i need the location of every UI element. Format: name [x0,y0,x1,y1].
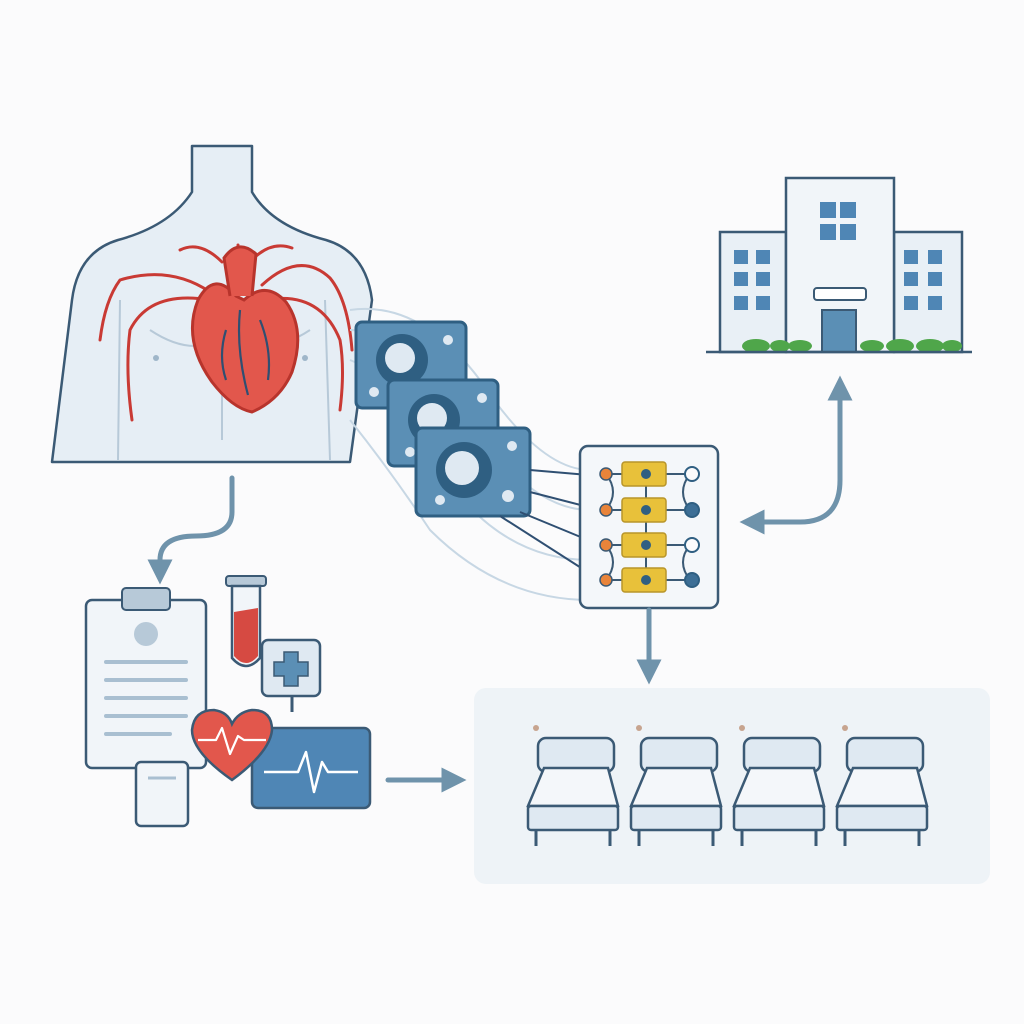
flow-arrows [147,375,853,793]
network-output-nodes [684,466,700,588]
bed-icon [629,725,723,846]
heart [191,245,300,414]
bed-marker [739,725,745,731]
cross-icon [273,651,309,687]
ecg-monitor-icon [250,726,372,810]
heart-icon [191,282,300,414]
network-orange-nodes [599,467,613,587]
test-tube-icon [225,575,267,668]
cardiac-scans [354,320,532,518]
hospital-ward [474,688,990,884]
bed-icon [835,725,929,846]
scan-card-1 [354,320,468,410]
bed-row [526,725,929,846]
bed-icon [526,725,620,846]
nipple-left [153,355,159,361]
blood-test [225,575,267,668]
network-icon [599,461,700,593]
heart-coronary-lines [220,309,271,396]
ecg-trace [264,750,358,794]
small-report-icon [134,760,190,828]
ecg-monitor [250,726,372,810]
heartbeat-icon [190,708,274,782]
hospital-windows [734,202,942,310]
heart-rate [190,708,274,782]
scan-card-3 [414,426,532,518]
heartbeat-line [198,726,266,756]
clinical-records [84,587,208,828]
bed-marker [842,725,848,731]
clipboard-icon [84,587,208,770]
hospital-bushes [742,339,962,353]
medical-cross [260,638,322,712]
scan-stack-icon [354,320,532,518]
bed-icon [732,725,826,846]
hospital-door [821,309,857,353]
hospital [706,176,972,354]
hospital-building-icon [706,176,972,354]
bed-marker [636,725,642,731]
hospital-sign [813,287,867,301]
nipple-right [302,355,308,361]
bed-marker [533,725,539,731]
arrow-torso-to-records [147,475,235,585]
heart-aorta [222,245,258,297]
neural-network [578,444,720,610]
network-center-nodes [641,469,651,585]
arrow-network-hospital [739,375,853,535]
